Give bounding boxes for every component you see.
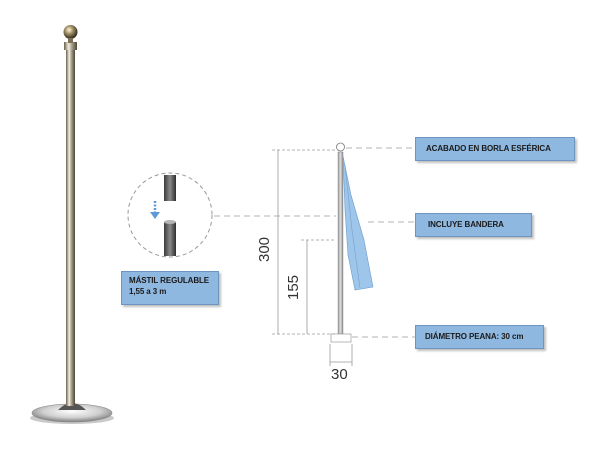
upper-pole-segment [164, 175, 176, 201]
finish-label-text: ACABADO EN BORLA ESFÉRICA [426, 144, 551, 153]
tech-pole-shaft [337, 151, 344, 335]
lower-pole-top [164, 220, 176, 224]
leader-lines [214, 147, 415, 338]
adjustable-pole-label: MÁSTIL REGULABLE 1,55 a 3 m [121, 271, 219, 305]
dimension-300-text: 300 [256, 236, 273, 262]
chrome-flagpole-photo [30, 25, 114, 424]
tech-flag [342, 155, 374, 291]
pole-base-dome [58, 403, 86, 410]
finish-label: ACABADO EN BORLA ESFÉRICA [415, 137, 575, 161]
tech-flag-fold [344, 164, 361, 289]
flag-included-label: INCLUYE BANDERA [415, 213, 532, 237]
pole-collar [64, 42, 77, 50]
tech-finial-ball [336, 142, 345, 152]
base-diameter-label-text: DIÁMETRO PEANA: 30 cm [425, 332, 524, 341]
dimension-30-text: 30 [331, 366, 348, 383]
tech-base [330, 333, 352, 343]
adjustable-pole-label-line2: 1,55 a 3 m [129, 287, 167, 296]
flag-included-label-text: INCLUYE BANDERA [428, 220, 504, 229]
inset-circle [127, 172, 213, 258]
adjustable-pole-label-line1: MÁSTIL REGULABLE [129, 276, 210, 285]
adjustable-joint-inset [127, 172, 213, 258]
lower-pole-segment [164, 222, 176, 256]
pole-finial-ball [63, 25, 78, 39]
pole-shaft [66, 48, 75, 406]
down-arrow-icon [150, 201, 160, 219]
technical-flagpole [330, 142, 374, 343]
pole-finial-neck [68, 38, 73, 43]
dimension-155-text: 155 [285, 274, 302, 300]
base-diameter-label: DIÁMETRO PEANA: 30 cm [415, 325, 544, 349]
dimension-lines [272, 149, 353, 366]
